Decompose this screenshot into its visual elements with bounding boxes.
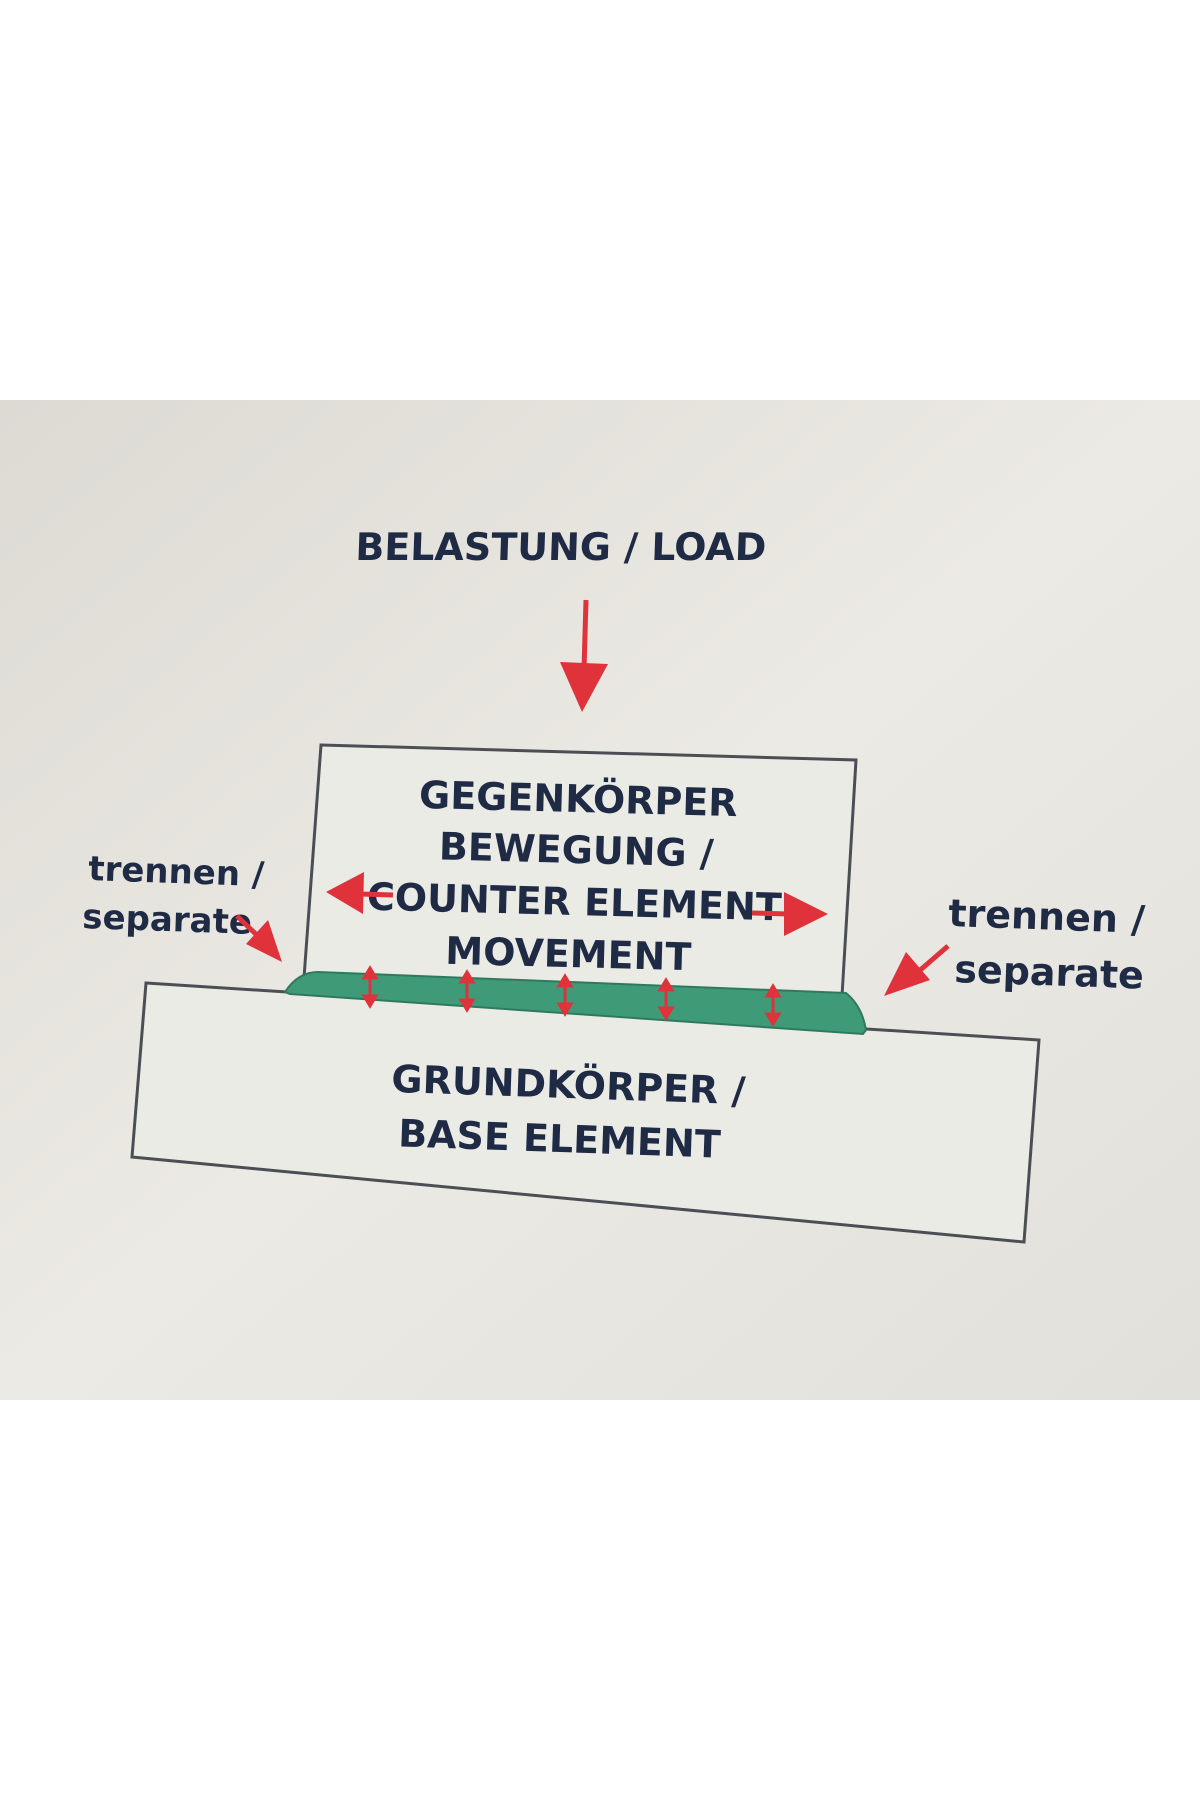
separate-right-label: trennen / separate bbox=[948, 891, 1146, 998]
separate-left-arrow-icon bbox=[235, 914, 282, 962]
load-arrow-icon bbox=[560, 599, 608, 712]
movement-arrow-right-icon bbox=[751, 892, 828, 936]
counter-element-line-3: COUNTER ELEMENT bbox=[366, 875, 782, 930]
counter-element-line-4: MOVEMENT bbox=[445, 929, 692, 979]
movement-arrow-left-icon bbox=[326, 872, 394, 914]
separate-right-arrow-icon bbox=[884, 944, 950, 996]
base-element-label: GRUNDKÖRPER / BASE ELEMENT bbox=[391, 1057, 747, 1167]
film-arrows-icon bbox=[361, 965, 782, 1027]
counter-element-line-2: BEWEGUNG / bbox=[438, 824, 714, 875]
film-arrow-3-icon bbox=[556, 973, 574, 1017]
separate-right-line-2: separate bbox=[954, 947, 1145, 998]
film-arrow-5-icon bbox=[764, 983, 782, 1027]
film-arrow-4-icon bbox=[657, 977, 675, 1021]
separate-left-line-2: separate bbox=[82, 897, 253, 943]
separation-film bbox=[283, 970, 868, 1036]
counter-element-line-1: GEGENKÖRPER bbox=[419, 773, 739, 825]
load-label: BELASTUNG / LOAD bbox=[355, 525, 768, 569]
counter-element-label: GEGENKÖRPER BEWEGUNG / COUNTER ELEMENT M… bbox=[366, 773, 782, 979]
separate-left-line-1: trennen / bbox=[88, 849, 266, 895]
separate-right-line-1: trennen / bbox=[948, 891, 1146, 942]
film-arrow-1-icon bbox=[361, 965, 379, 1009]
film-arrow-2-icon bbox=[458, 969, 476, 1013]
separate-left-label: trennen / separate bbox=[82, 849, 266, 943]
